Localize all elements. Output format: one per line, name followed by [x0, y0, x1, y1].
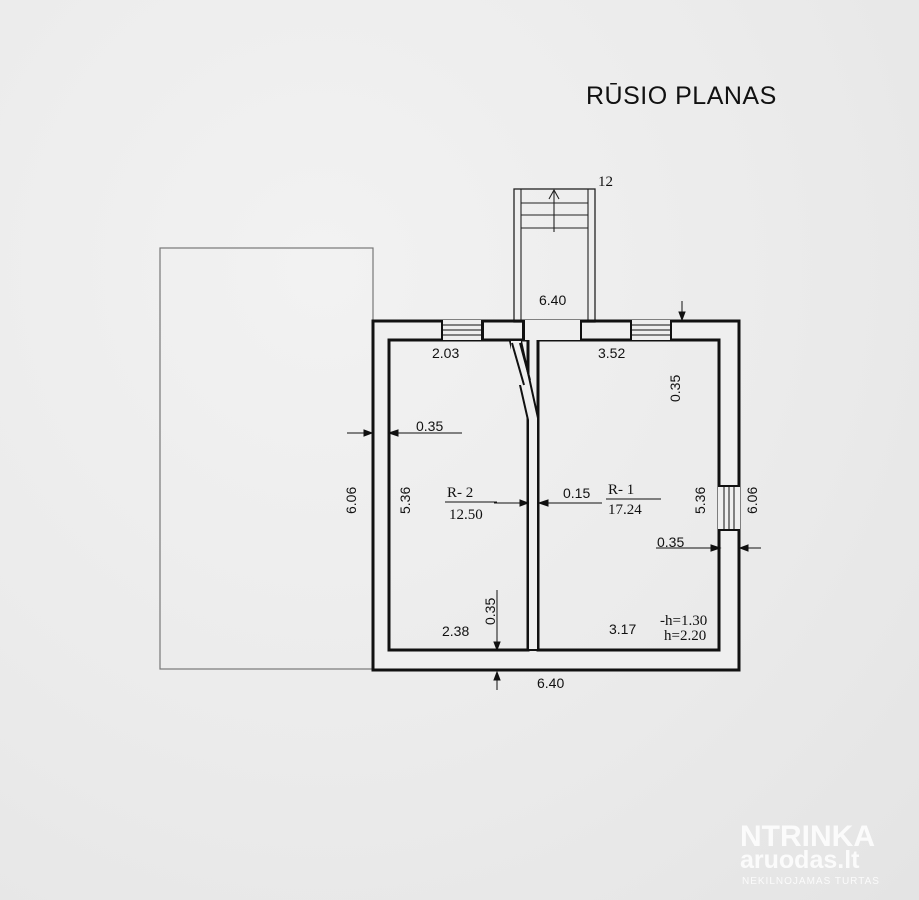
dim-r1-bottom-width: 3.17 [609, 621, 636, 637]
dim-right-outer-height: 6.06 [744, 487, 760, 514]
room-label-r1: R- 1 17.24 [606, 482, 661, 518]
dim-right-wall: 0.35 [657, 534, 684, 550]
room-code: R- 2 [447, 485, 473, 501]
dim-top-overall: 6.40 [539, 292, 566, 308]
dimension-lines [347, 301, 761, 690]
dim-left-outer-height: 6.06 [343, 487, 359, 514]
watermark: NTRINKA aruodas.lt NEKILNOJAMAS TURTAS [740, 820, 880, 887]
right-window [718, 485, 740, 531]
dim-r2-bottom-width: 2.38 [442, 623, 469, 639]
room-area: 17.24 [608, 502, 642, 518]
dim-left-wall: 0.35 [416, 418, 443, 434]
watermark-site: aruodas.lt [740, 846, 860, 874]
dim-r2-inner-height: 5.36 [397, 487, 413, 514]
angled-partition [508, 340, 539, 651]
room-area: 12.50 [449, 507, 483, 523]
watermark-logo: NTRINKA [740, 820, 875, 853]
dim-partition: 0.15 [563, 485, 590, 501]
room-code: R- 1 [608, 482, 634, 498]
adjacent-building [159, 247, 374, 670]
dim-top-wall: 0.35 [667, 375, 683, 402]
watermark-tagline: NEKILNOJAMAS TURTAS [742, 876, 880, 887]
stair-step-count: 12 [598, 174, 613, 190]
dim-bottom-overall: 6.40 [537, 675, 564, 691]
height-below-ground: -h=1.30 [660, 613, 707, 629]
dim-bottom-wall: 0.35 [482, 598, 498, 625]
room-label-r2: R- 2 12.50 [445, 485, 497, 523]
dim-r2-top-width: 2.03 [432, 345, 459, 361]
dim-r1-top-width: 3.52 [598, 345, 625, 361]
top-window-left [441, 320, 483, 340]
height-room: h=2.20 [664, 628, 706, 644]
dim-r1-inner-height: 5.36 [692, 487, 708, 514]
plan-title: RŪSIO PLANAS [586, 82, 777, 110]
top-window-right [630, 320, 672, 340]
entrance-door [482, 320, 632, 341]
